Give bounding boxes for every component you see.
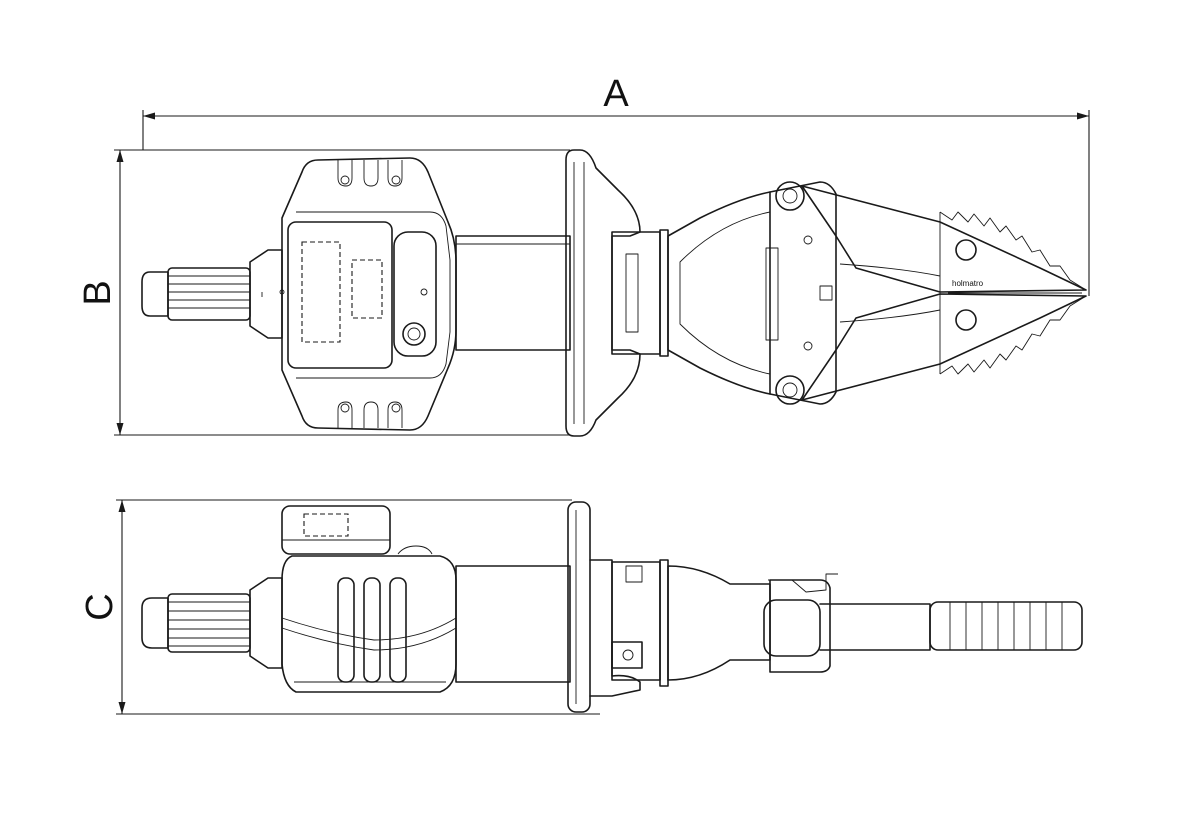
dimension-a: A (142, 73, 1090, 296)
top-display-window-right (351, 259, 383, 319)
side-motor-housing (281, 555, 457, 693)
dimension-c-label: C (79, 593, 121, 620)
dimension-b: B (77, 149, 570, 436)
dimension-a-arrow-left (143, 112, 155, 120)
top-collar (611, 231, 661, 355)
top-tip-hole-upper (955, 239, 977, 261)
side-arm-tip (929, 601, 1083, 651)
side-collar (611, 561, 661, 681)
dimension-c: C (79, 499, 600, 715)
top-cylinder (455, 235, 571, 351)
side-grip-1 (337, 577, 355, 683)
top-motor-housing (279, 157, 457, 431)
side-battery-indicator (303, 513, 349, 537)
top-power-button (402, 322, 426, 346)
top-tip-hole-lower (955, 309, 977, 331)
dimension-b-label: B (77, 280, 119, 305)
side-head-body (667, 565, 838, 681)
top-switch-frame (393, 231, 437, 357)
dimension-a-arrow-right (1077, 112, 1089, 120)
top-rear-coupler (141, 249, 283, 339)
top-collar-label-slot (625, 253, 639, 333)
side-valve-block (611, 641, 643, 669)
dimension-a-label: A (603, 73, 629, 115)
top-carry-handle (565, 149, 641, 437)
top-pivot-bolt-upper (775, 181, 805, 211)
side-pivot-housing (763, 599, 821, 657)
top-head-body (667, 181, 837, 405)
tool-top-view: holmatro (141, 149, 1087, 437)
brand-logo-text: holmatro (952, 279, 984, 288)
side-battery (281, 505, 391, 555)
dimension-b-arrow-top (116, 150, 124, 162)
side-rear-coupler (141, 577, 283, 669)
dimension-b-arrow-bottom (116, 423, 124, 435)
dimension-c-arrow-bottom (118, 702, 126, 714)
tool-side-view (141, 501, 1083, 713)
top-head-label-slot (765, 247, 779, 341)
dimension-c-arrow-top (118, 500, 126, 512)
top-display-window-left (301, 241, 341, 343)
side-grip-3 (389, 577, 407, 683)
side-cylinder (455, 565, 571, 683)
side-spreader-arm (819, 601, 1083, 651)
top-display-panel (287, 221, 393, 369)
top-pivot-bolt-lower (775, 375, 805, 405)
side-grip-2 (363, 577, 381, 683)
side-battery-pack (281, 505, 433, 555)
top-spreader-arms: holmatro (801, 185, 1087, 401)
